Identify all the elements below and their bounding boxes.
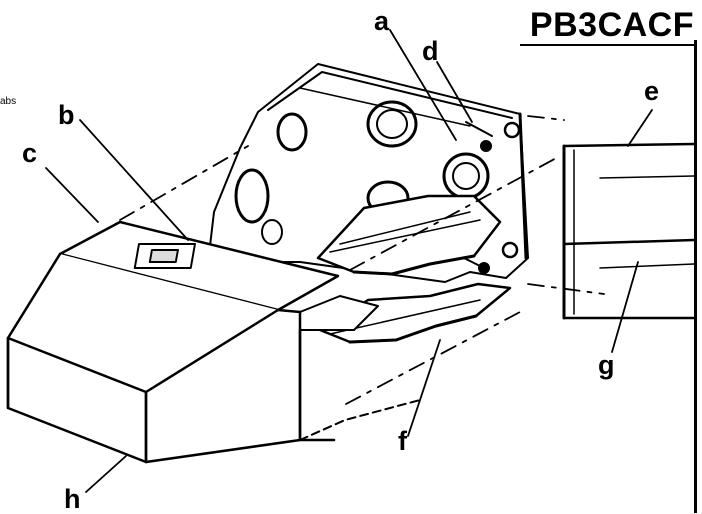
cover-plate <box>6 220 340 464</box>
mounting-screws <box>459 121 521 274</box>
knockout-left-lower <box>234 168 270 224</box>
leader-lines <box>45 29 653 493</box>
callout-d: d <box>422 36 439 66</box>
model-title: PB3CACF <box>529 6 694 44</box>
bracket-upper <box>316 194 502 276</box>
callout-g: g <box>598 350 615 380</box>
knockout-top-large <box>366 100 418 148</box>
callout-c: c <box>22 138 38 168</box>
callout-f: f <box>398 426 407 456</box>
knockout-small-left <box>261 219 283 245</box>
edge-fragment-text: abs <box>0 96 17 107</box>
alignment-lines <box>119 115 605 405</box>
knockout-left-upper <box>276 112 308 152</box>
callout-b: b <box>58 100 75 130</box>
callout-e: e <box>644 76 660 106</box>
callout-a: a <box>374 6 390 36</box>
callout-h: h <box>64 484 81 514</box>
frame-right-border <box>694 40 697 513</box>
frame-title-divider <box>520 44 697 46</box>
